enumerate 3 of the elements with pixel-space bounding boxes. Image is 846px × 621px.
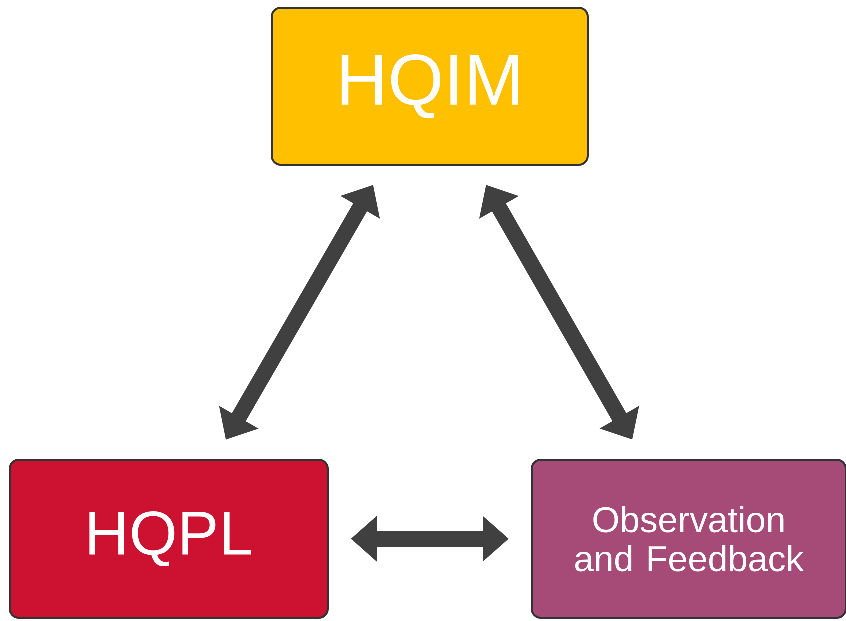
process-box: HQIM — [271, 7, 589, 166]
process-box: HQPL — [9, 459, 329, 619]
process-box: Observation and Feedback — [531, 459, 846, 619]
